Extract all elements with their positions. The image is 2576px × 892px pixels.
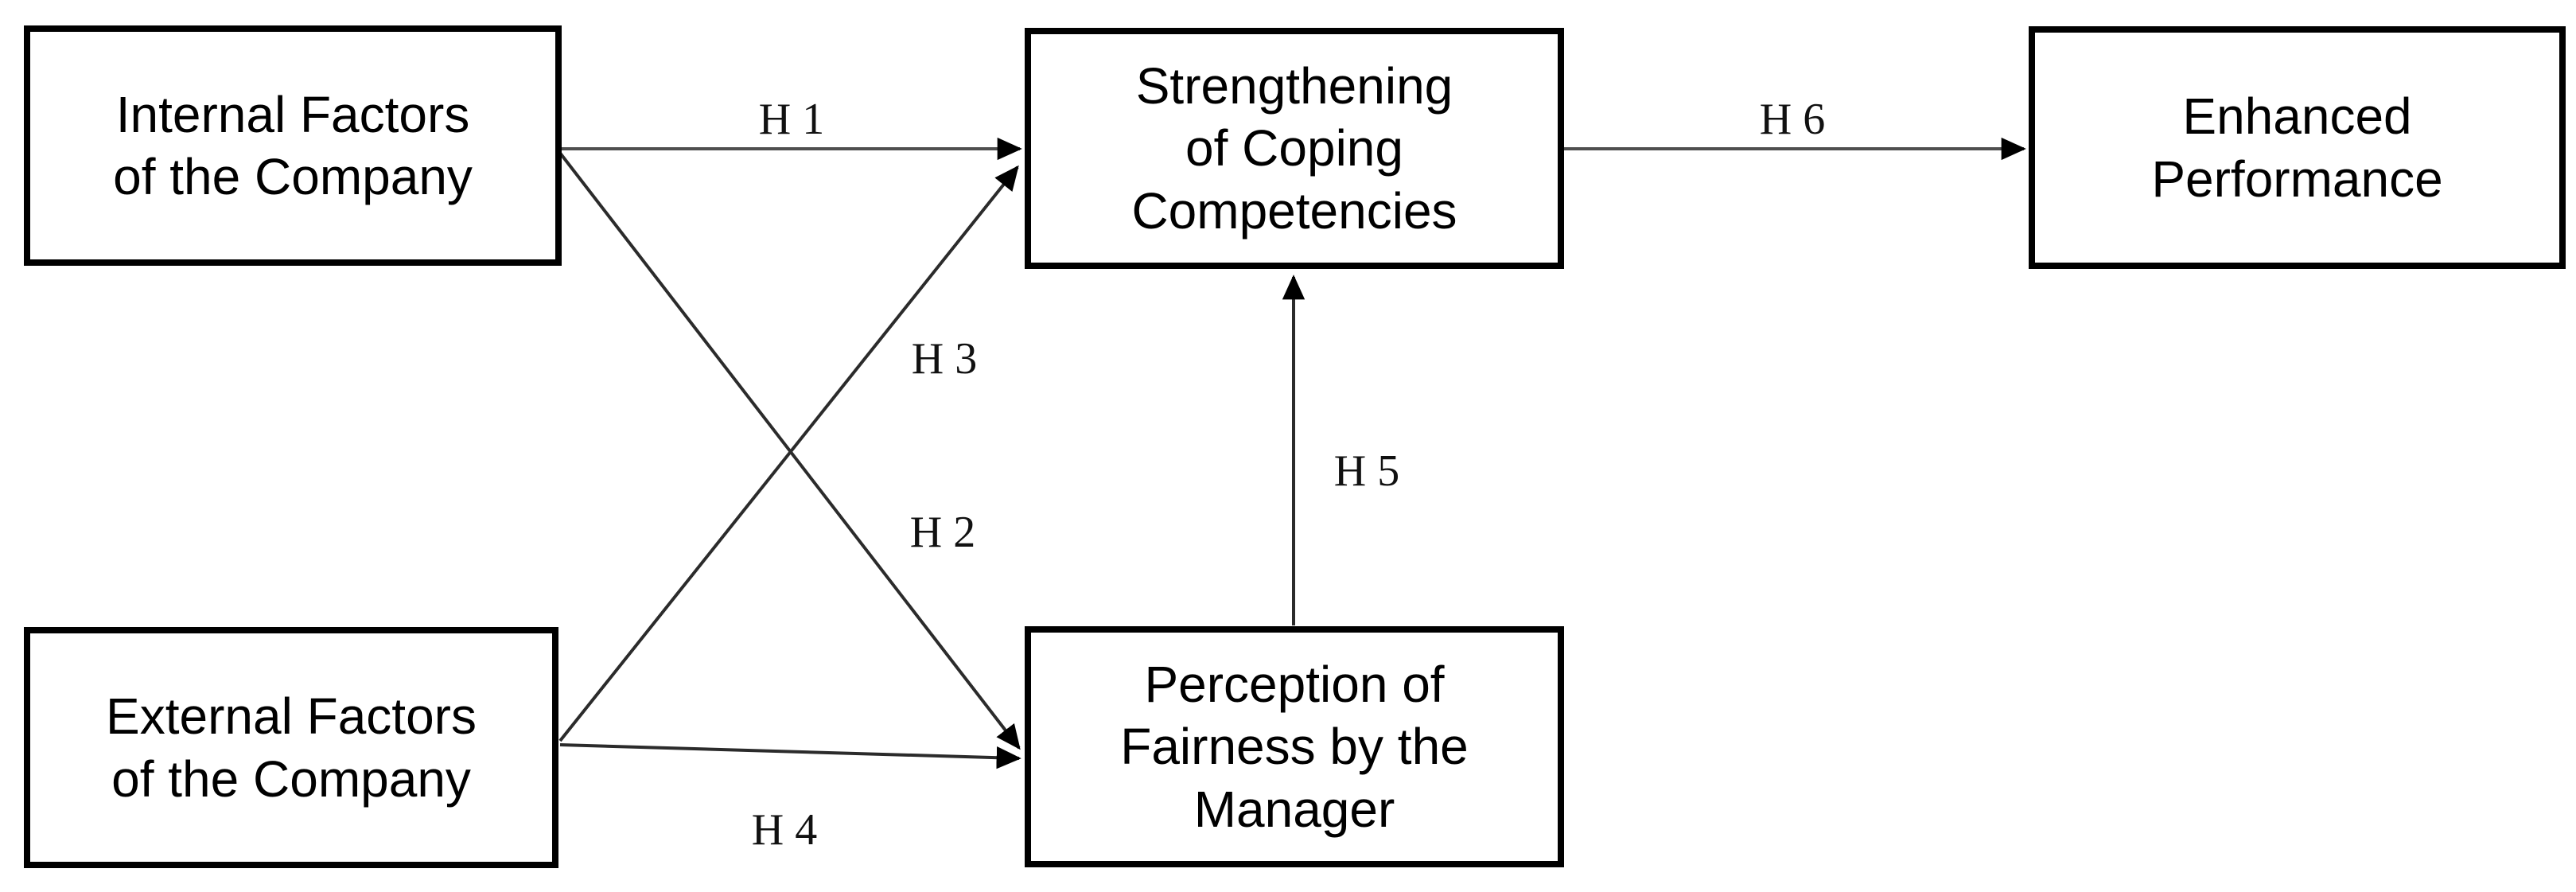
edge-label-h4: H 4 — [751, 805, 818, 855]
arrow-h2 — [558, 150, 1021, 750]
node-external-factors: External Factors of the Company — [24, 627, 558, 868]
edge-label-h2: H 2 — [909, 508, 976, 557]
arrow-h4 — [559, 743, 1021, 769]
node-internal-factors: Internal Factors of the Company — [24, 25, 562, 266]
edge-label-h5: H 5 — [1333, 446, 1400, 496]
edge-label-h6: H 6 — [1759, 95, 1826, 144]
node-external-factors-label: External Factors of the Company — [106, 688, 477, 808]
node-fairness-perception-label: Perception of Fairness by the Manager — [1120, 656, 1469, 838]
edge-label-h1: H 1 — [758, 95, 825, 144]
node-fairness-perception: Perception of Fairness by the Manager — [1025, 626, 1564, 867]
arrow-h3 — [558, 165, 1019, 742]
node-internal-factors-label: Internal Factors of the Company — [113, 85, 473, 205]
node-coping-competencies: Strengthening of Coping Competencies — [1025, 28, 1564, 269]
node-enhanced-performance: Enhanced Performance — [2029, 26, 2566, 269]
edge-label-h3: H 3 — [911, 334, 978, 384]
node-coping-competencies-label: Strengthening of Coping Competencies — [1131, 57, 1457, 240]
node-enhanced-performance-label: Enhanced Performance — [2151, 88, 2443, 208]
